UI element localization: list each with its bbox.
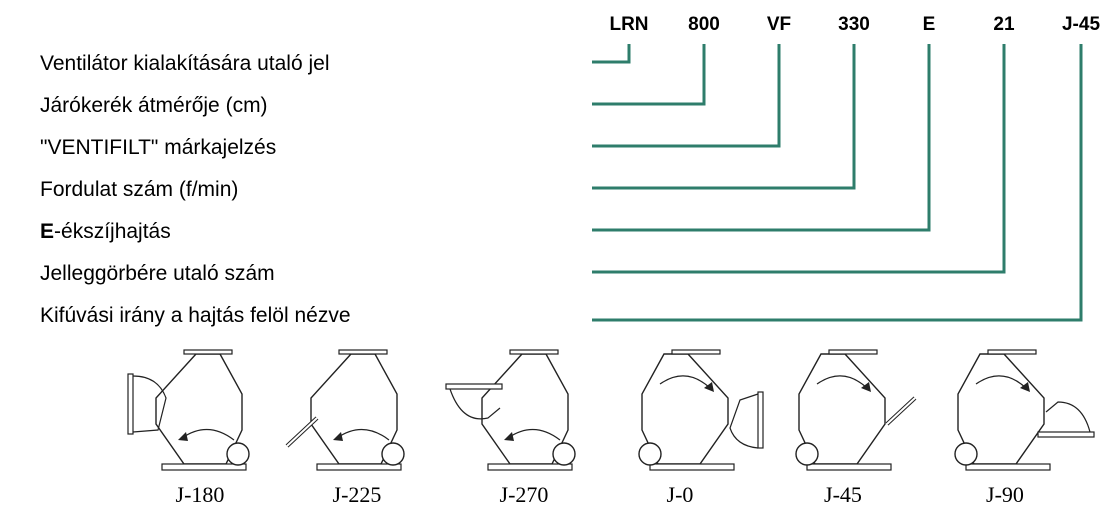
connector-lrn	[592, 44, 631, 64]
code-330: 330	[838, 14, 870, 35]
fan-drawing-j180	[127, 349, 250, 471]
fan-caption-j0: J-0	[666, 482, 694, 507]
fan-caption-j225: J-225	[332, 482, 382, 507]
label-fan-type: Ventilátor kialakítására utaló jel	[40, 52, 330, 75]
code-e: E	[922, 14, 936, 35]
connector-330	[592, 44, 856, 190]
label-curve-number: Jelleggörbére utaló szám	[40, 262, 275, 285]
label-impeller-diameter: Járókerék átmérője (cm)	[40, 94, 268, 117]
fan-drawing-j45	[795, 349, 917, 471]
label-belt-drive: E-ékszíjhajtás	[40, 220, 171, 243]
code-21: 21	[993, 14, 1015, 35]
fan-caption-j180: J-180	[175, 482, 225, 507]
code-lrn: LRN	[609, 14, 649, 35]
connector-vf	[592, 44, 781, 148]
label-brand: "VENTIFILT" márkajelzés	[40, 136, 277, 159]
fan-drawing-j225	[285, 349, 405, 471]
connector-lines	[592, 44, 1083, 322]
connector-21	[592, 44, 1006, 274]
fan-drawing-j270	[445, 349, 576, 471]
fan-drawing-j0	[638, 349, 764, 471]
fan-caption-j270: J-270	[499, 482, 549, 507]
label-discharge-direction: Kifúvási irány a hajtás felöl nézve	[40, 304, 351, 327]
code-800: 800	[688, 14, 720, 35]
fan-caption-j45: J-45	[824, 482, 862, 507]
label-rpm: Fordulat szám (f/min)	[40, 178, 239, 201]
fan-caption-j90: J-90	[986, 482, 1024, 507]
fan-drawing-j90	[954, 349, 1095, 471]
fan-orientation-drawings	[127, 349, 1095, 471]
connector-800	[592, 44, 706, 106]
connector-j45	[592, 44, 1083, 322]
connector-e	[592, 44, 931, 232]
code-j45: J-45	[1061, 14, 1101, 35]
code-vf: VF	[766, 14, 792, 35]
